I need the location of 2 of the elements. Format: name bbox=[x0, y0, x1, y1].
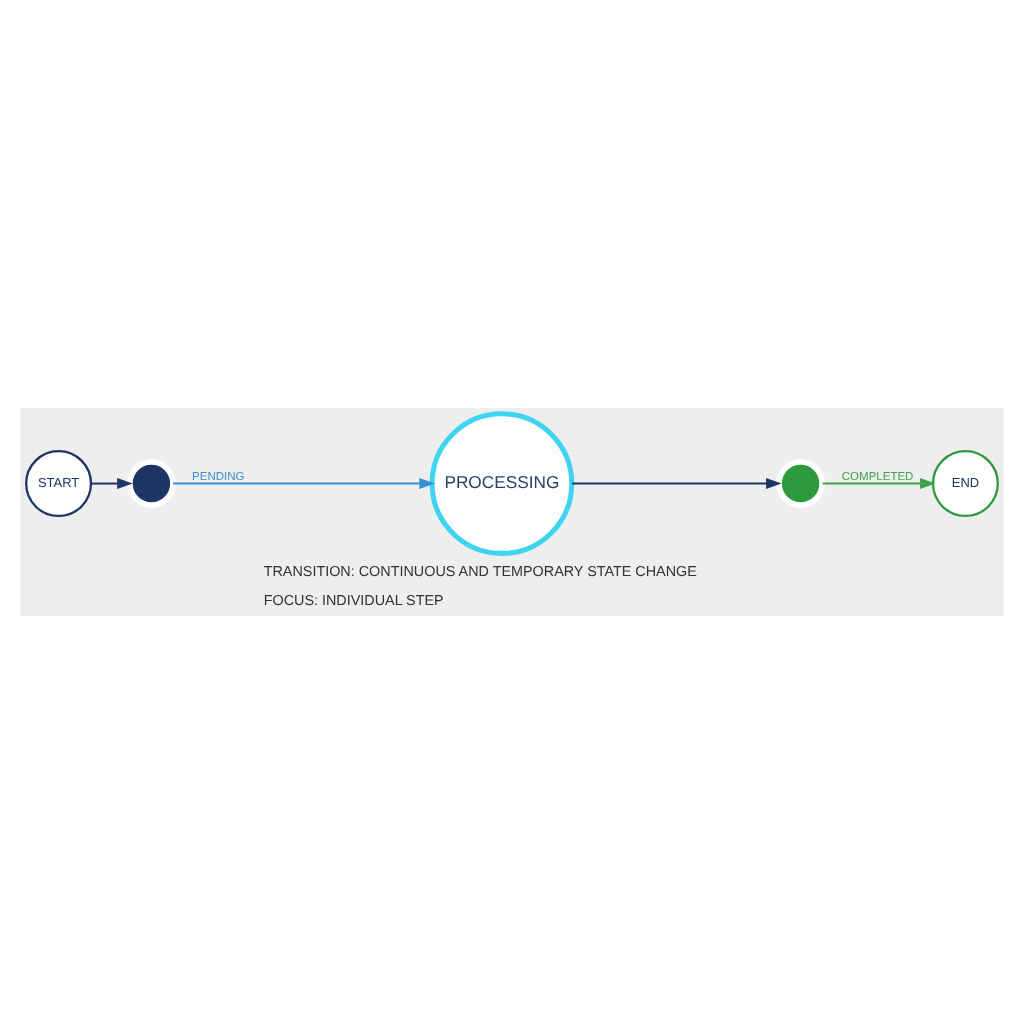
label: TRANSITION: CONTINUOUS AND TEMPORARY STATE CHANGE bbox=[263, 562, 697, 581]
label: FOCUS: INDIVIDUAL STEP bbox=[263, 591, 444, 610]
